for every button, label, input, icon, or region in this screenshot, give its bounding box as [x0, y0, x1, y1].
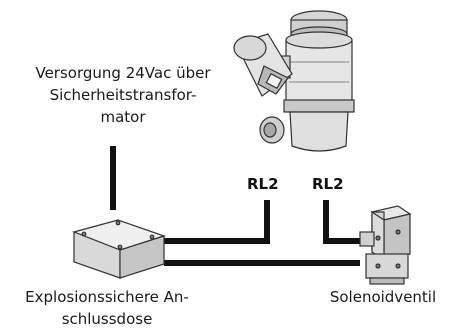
relay-wire-left [164, 200, 270, 244]
explosion-proof-ptz-camera-icon [233, 10, 355, 152]
junction-box-label: Explosionssichere An- schlussdose [25, 288, 189, 328]
junction-box-icon [72, 219, 166, 279]
wiring-lines [110, 146, 360, 266]
solenoid-valve-icon [359, 205, 412, 285]
relay-label-right: RL2 [312, 175, 344, 193]
solenoid-valve-label: Solenoidventil [329, 288, 437, 306]
relay-label-left: RL2 [247, 175, 279, 193]
relay-wire-right [323, 200, 360, 244]
supply-label: Versorgung 24Vac über Sicherheitstransfo… [35, 64, 211, 126]
